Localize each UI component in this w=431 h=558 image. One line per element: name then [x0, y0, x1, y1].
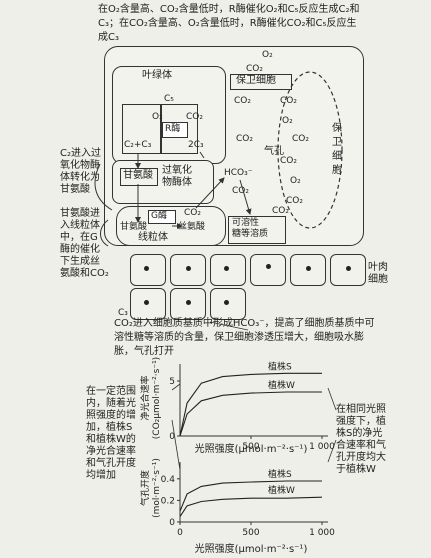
o2-free-2: O₂ [282, 116, 293, 126]
co2-free-3: CO₂ [232, 186, 249, 196]
series-line-plant-s [179, 480, 322, 512]
nucleus-dot [144, 266, 149, 271]
y-tick-label: 0.4 [161, 475, 176, 485]
series-line-plant-w [179, 496, 323, 517]
series-line-plant-w [179, 391, 322, 437]
mid-text-line1: CO₂进入细胞质基质中形成HCO₃⁻，提高了细胞质基质中可 [114, 318, 375, 329]
nucleus-dot [186, 266, 191, 271]
co2-free-6: CO₂ [292, 134, 309, 144]
x-axis-label: 光照强度(μmol·m⁻²·s⁻¹) [195, 442, 308, 455]
x-axis-label: 光照强度(μmol·m⁻²·s⁻¹) [195, 542, 308, 555]
nucleus-dot [186, 300, 191, 305]
g-enzyme-box [148, 210, 176, 224]
note-c2-to-glycine: C₂进入过 氧化物酶 体转化为 甘氨酸 [60, 148, 101, 195]
series-label: 植株S [268, 360, 292, 372]
nucleus-dot [266, 264, 271, 269]
nucleus-dot [306, 266, 311, 271]
c2-c3-label: C₂+C₃ [124, 140, 152, 150]
co2-free-7: CO₂ [280, 156, 297, 166]
series-label: 植株S [268, 468, 292, 480]
note-glycine-to-serine: 甘氨酸进 入线粒体 中，在G 酶的催化 下生成丝 氨酸和CO₂ [60, 208, 109, 279]
mesophyll-cell [130, 288, 166, 320]
nucleus-dot [144, 300, 149, 305]
mesophyll-cell [170, 254, 206, 286]
co2-mito: CO₂ [184, 208, 201, 218]
y-tick-label: 0 [169, 518, 175, 528]
serine-label: 丝氨酸 [178, 222, 206, 232]
y-axis-label: (CO₂μmol·m⁻²·s⁻¹) [152, 357, 162, 439]
note-same-light: 在相同光照 强度下，植 株S的净光 合速率和气 孔开度均大 于植株W [336, 404, 386, 475]
top-text-line3: 成C₃ [98, 32, 119, 43]
x-tick-label: 1 000 [309, 442, 335, 452]
soluble-sugar-label: 可溶性 糖等溶质 [232, 218, 269, 239]
stoma-label: 气孔 [264, 146, 284, 157]
r-enzyme-box [162, 122, 188, 138]
guard-cell-vertical-label: 保 卫 细 胞 [332, 123, 342, 176]
x-tick-label: 1 000 [309, 528, 335, 538]
x-tick-label: 0 [177, 528, 183, 538]
y-tick-label: 5 [169, 377, 175, 387]
mesophyll-cell [330, 254, 366, 286]
c5-label: C₅ [164, 94, 174, 104]
note-light-increase: 在一定范围 内，随着光 照强度的增 加，植株S 和植株W的 净光合速率 和气孔开… [86, 386, 136, 481]
nucleus-dot [346, 266, 351, 271]
co2-free-4: CO₂ [246, 64, 263, 74]
r-enzyme-label: R酶 [165, 124, 181, 134]
co2-free-9: CO₂ [272, 206, 289, 216]
mitochondrion-label: 线粒体 [138, 232, 168, 243]
hco3-label: HCO₃⁻ [224, 168, 253, 178]
mesophyll-label: 叶肉 细胞 [368, 262, 388, 285]
x-tick-label: 500 [242, 442, 259, 452]
co2-free-5: CO₂ [280, 96, 297, 106]
co2-free-1: CO₂ [234, 96, 251, 106]
mid-text-line3: 胀，气孔打开 [114, 346, 174, 357]
glycine-label: 甘氨酸 [123, 170, 153, 181]
c3-bottom-label: C₃ [118, 308, 128, 318]
o2-free-1: O₂ [262, 50, 273, 60]
guard-cell-label: 保卫细胞 [236, 75, 276, 86]
y-tick-label: 0 [169, 432, 175, 442]
chloroplast-label: 叶绿体 [142, 70, 172, 81]
series-line-plant-s [179, 372, 322, 437]
mesophyll-cell [250, 254, 286, 286]
o2-in-chloroplast: O₂ [152, 112, 163, 122]
chloroplast-inner-right [160, 104, 198, 154]
glycine2-label: 甘氨酸 [120, 222, 148, 232]
mid-text-line2: 溶性糖等溶质的含量，保卫细胞渗透压增大，细胞吸水膨 [114, 332, 364, 343]
y-tick-label: 0.2 [161, 496, 175, 506]
chloroplast [112, 66, 226, 164]
co2-free-2: CO₂ [236, 134, 253, 144]
y-axis-label: 气孔开度 [139, 470, 151, 506]
co2-free-8: CO₂ [286, 196, 303, 206]
g-enzyme-label: G酶 [151, 211, 167, 221]
nucleus-dot [224, 300, 229, 305]
series-label: 植株W [268, 379, 295, 391]
soluble-sugar-box [228, 216, 286, 244]
o2-free-3: O₂ [290, 176, 301, 186]
series-label: 植株W [268, 484, 295, 496]
top-text-line1: 在O₂含量高、CO₂含量低时，R酶催化O₂和C₅反应生成C₂和 [98, 4, 360, 15]
y-axis-label: 净光合速率 [139, 375, 151, 420]
x-tick-label: 500 [242, 528, 259, 538]
two-c3-label: 2C₃ [188, 140, 204, 150]
guard-cell-label-box [230, 74, 292, 90]
nucleus-dot [224, 266, 229, 271]
chloroplast-inner-left [122, 104, 162, 154]
top-text-line2: C₃；在CO₂含量高、O₂含量低时，R酶催化CO₂和C₅反应生 [98, 18, 357, 29]
peroxisome-label: 过氧化 物酶体 [162, 165, 192, 188]
y-axis-label: (mol·m⁻²·s⁻¹) [152, 458, 162, 518]
co2-in-chloroplast: CO₂ [186, 112, 203, 122]
